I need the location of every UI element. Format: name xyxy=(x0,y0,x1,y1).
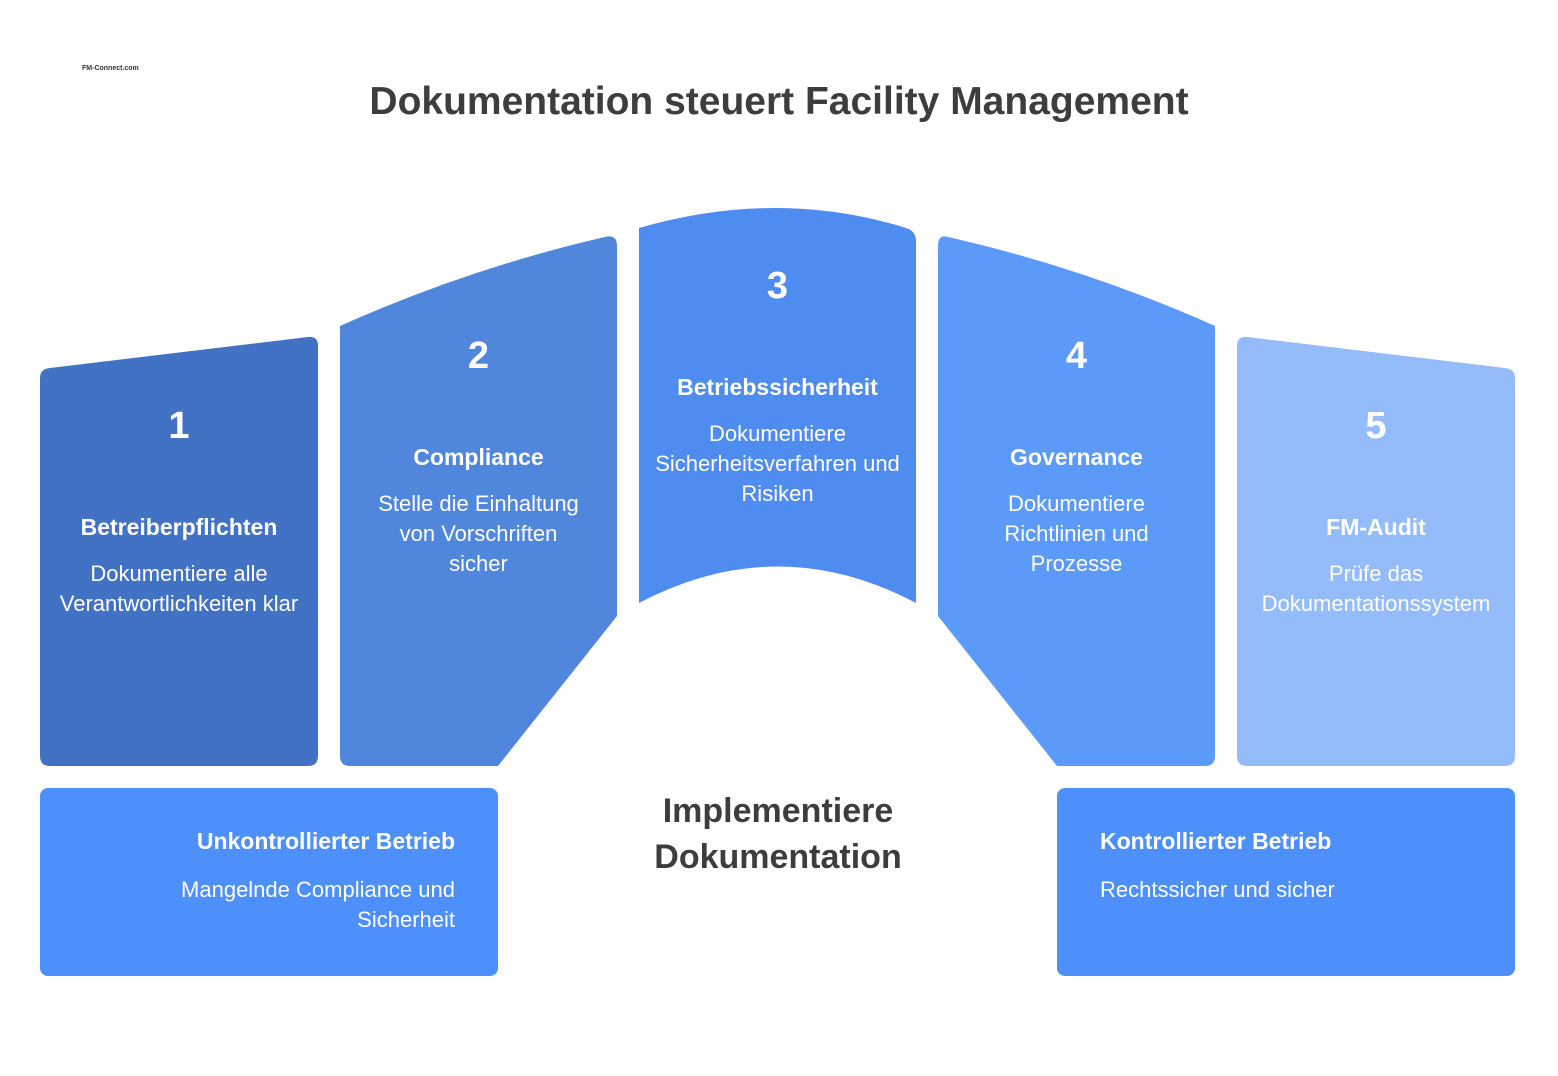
stage-4-title: Governance xyxy=(1010,444,1143,470)
stage-2-title: Compliance xyxy=(413,444,544,470)
outcome-right-title: Kontrollierter Betrieb xyxy=(1100,828,1332,854)
outcome-right-description: Rechtssicher und sicher xyxy=(1100,877,1335,902)
stage-1-title: Betreiberpflichten xyxy=(80,514,278,540)
stage-2-number: 2 xyxy=(467,335,490,377)
stage-3-shape xyxy=(639,208,916,603)
outcome-left-description: Mangelnde Compliance und Sicherheit xyxy=(181,877,455,932)
stage-4-description: Dokumentiere Richtlinien und Prozesse xyxy=(1004,491,1149,576)
page-title: Dokumentation steuert Facility Managemen… xyxy=(369,80,1189,123)
stage-5: 5 FM-Audit Prüfe das Dokumentationssyste… xyxy=(1237,405,1515,619)
stage-1-shape xyxy=(40,336,318,766)
outcome-left: Unkontrollierter Betrieb Mangelnde Compl… xyxy=(70,828,455,935)
stage-3: 3 Betriebssicherheit Dokumentiere Sicher… xyxy=(639,265,916,509)
stage-1: 1 Betreiberpflichten Dokumentiere alle V… xyxy=(40,405,318,619)
stage-4: 4 Governance Dokumentiere Richtlinien un… xyxy=(938,335,1215,579)
stage-5-title: FM-Audit xyxy=(1326,514,1426,540)
stage-3-description: Dokumentiere Sicherheitsverfahren und Ri… xyxy=(655,421,900,506)
stage-2-description: Stelle die Einhaltung von Vorschriften s… xyxy=(378,491,579,576)
center-label: Implementiere Dokumentation xyxy=(654,792,902,876)
logo-text: FM-Connect.com xyxy=(82,64,139,72)
outcome-left-shape xyxy=(40,788,498,976)
stage-5-number: 5 xyxy=(1365,405,1387,447)
stage-5-description: Prüfe das Dokumentationssystem xyxy=(1261,561,1491,616)
stage-1-description: Dokumentiere alle Verantwortlichkeiten k… xyxy=(59,561,299,616)
stage-5-shape xyxy=(1237,336,1515,766)
outcome-left-title: Unkontrollierter Betrieb xyxy=(196,828,455,854)
stage-2: 2 Compliance Stelle die Einhaltung von V… xyxy=(340,335,617,579)
outcome-right: Kontrollierter Betrieb Rechtssicher und … xyxy=(1100,828,1485,905)
stage-3-title: Betriebssicherheit xyxy=(677,374,878,400)
outcome-right-shape xyxy=(1057,788,1515,976)
logo: FM-Connect.com xyxy=(80,58,139,78)
stage-2-shape xyxy=(340,236,617,766)
stage-4-shape xyxy=(938,236,1215,766)
stage-1-number: 1 xyxy=(168,405,190,447)
stage-3-number: 3 xyxy=(766,265,789,307)
stage-4-number: 4 xyxy=(1065,335,1088,377)
